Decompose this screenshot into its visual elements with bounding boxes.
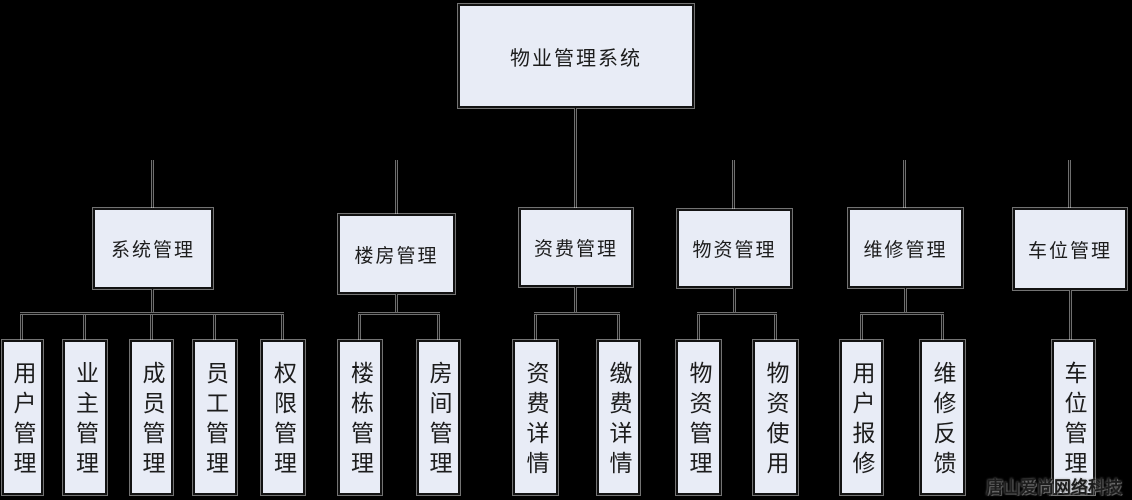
branch-node-label: 系统管理 xyxy=(110,240,195,261)
connector-material-bar xyxy=(697,312,777,315)
connector-leaf-drop xyxy=(534,315,537,340)
branch-node-label: 楼房管理 xyxy=(354,245,439,267)
connector-stub-parking xyxy=(1068,160,1071,208)
leaf-node-label: 房间管理 xyxy=(426,361,451,481)
connector-leaf-drop xyxy=(617,315,620,340)
leaf-node-label: 业主管理 xyxy=(72,361,98,481)
leaf-node-material-mgmt: 物资管理 xyxy=(676,340,721,495)
connector-leaf-drop xyxy=(20,315,23,340)
leaf-node-label: 成员管理 xyxy=(139,361,164,481)
branch-node-label: 资费管理 xyxy=(533,239,618,260)
root-node: 物业管理系统 xyxy=(458,4,694,108)
connector-building-drop xyxy=(395,294,398,312)
leaf-node-user-mgmt: 用户管理 xyxy=(2,340,43,495)
connector-stub-system xyxy=(151,160,154,208)
connector-leaf-drop xyxy=(941,315,944,340)
branch-node-fee: 资费管理 xyxy=(519,208,633,287)
connector-fee-bar xyxy=(534,312,620,315)
leaf-node-label: 维修反馈 xyxy=(930,361,955,481)
leaf-node-owner-mgmt: 业主管理 xyxy=(63,340,107,495)
connector-leaf-drop xyxy=(697,315,700,340)
connector-material-drop xyxy=(733,288,736,312)
branch-node-building: 楼房管理 xyxy=(338,214,455,294)
leaf-node-member-mgmt: 成员管理 xyxy=(130,340,173,495)
branch-node-material: 物资管理 xyxy=(677,209,792,288)
branch-node-label: 维修管理 xyxy=(863,239,948,261)
leaf-node-label: 物资管理 xyxy=(686,361,711,481)
branch-node-repair: 维修管理 xyxy=(848,208,963,288)
connector-leaf-drop xyxy=(213,315,216,340)
leaf-node-repair-request: 用户报修 xyxy=(840,340,883,495)
leaf-node-label: 用户报修 xyxy=(849,361,874,481)
connector-system-bar xyxy=(20,312,284,315)
leaf-node-room-mgmt: 房间管理 xyxy=(417,340,460,495)
connector-leaf-drop xyxy=(774,315,777,340)
leaf-node-label: 权限管理 xyxy=(270,361,296,481)
leaf-node-label: 资费详情 xyxy=(523,361,548,481)
watermark-text: 唐山爱尚网络科技 xyxy=(986,478,1122,497)
root-node-label: 物业管理系统 xyxy=(510,47,642,70)
branch-node-parking: 车位管理 xyxy=(1013,208,1127,290)
connector-repair-bar xyxy=(860,312,944,315)
leaf-node-label: 员工管理 xyxy=(202,361,228,481)
leaf-node-fee-detail: 资费详情 xyxy=(513,340,558,495)
connector-stub-repair xyxy=(903,160,906,208)
connector-system-drop xyxy=(151,289,154,312)
connector-leaf-drop xyxy=(150,315,153,340)
leaf-node-payment-detail: 缴费详情 xyxy=(597,340,640,495)
connector-building-bar xyxy=(358,312,440,315)
connector-stub-building xyxy=(395,160,398,214)
connector-leaf-drop xyxy=(437,315,440,340)
leaf-node-label: 楼栋管理 xyxy=(347,361,373,481)
connector-leaf-drop xyxy=(281,315,284,340)
leaf-node-label: 缴费详情 xyxy=(606,361,631,481)
connector-root-drop xyxy=(574,108,577,208)
leaf-node-material-usage: 物资使用 xyxy=(753,340,798,495)
leaf-node-permission-mgmt: 权限管理 xyxy=(261,340,305,495)
branch-node-label: 物资管理 xyxy=(692,240,777,261)
leaf-node-block-mgmt: 楼栋管理 xyxy=(338,340,382,495)
leaf-node-label: 用户管理 xyxy=(10,361,35,481)
branch-node-label: 车位管理 xyxy=(1027,240,1112,262)
connector-leaf-drop xyxy=(860,315,863,340)
branch-node-system: 系统管理 xyxy=(93,208,213,289)
connector-leaf-drop xyxy=(358,315,361,340)
leaf-node-parking-mgmt: 车位管理 xyxy=(1052,340,1095,495)
connector-repair-drop xyxy=(904,288,907,312)
connector-fee-drop xyxy=(574,287,577,312)
connector-leaf-drop xyxy=(83,315,86,340)
leaf-node-repair-feedback: 维修反馈 xyxy=(920,340,965,495)
leaf-node-staff-mgmt: 员工管理 xyxy=(193,340,237,495)
connector-parking-drop xyxy=(1069,290,1072,340)
leaf-node-label: 车位管理 xyxy=(1061,361,1086,481)
connector-stub-material xyxy=(732,160,735,209)
leaf-node-label: 物资使用 xyxy=(763,361,788,481)
